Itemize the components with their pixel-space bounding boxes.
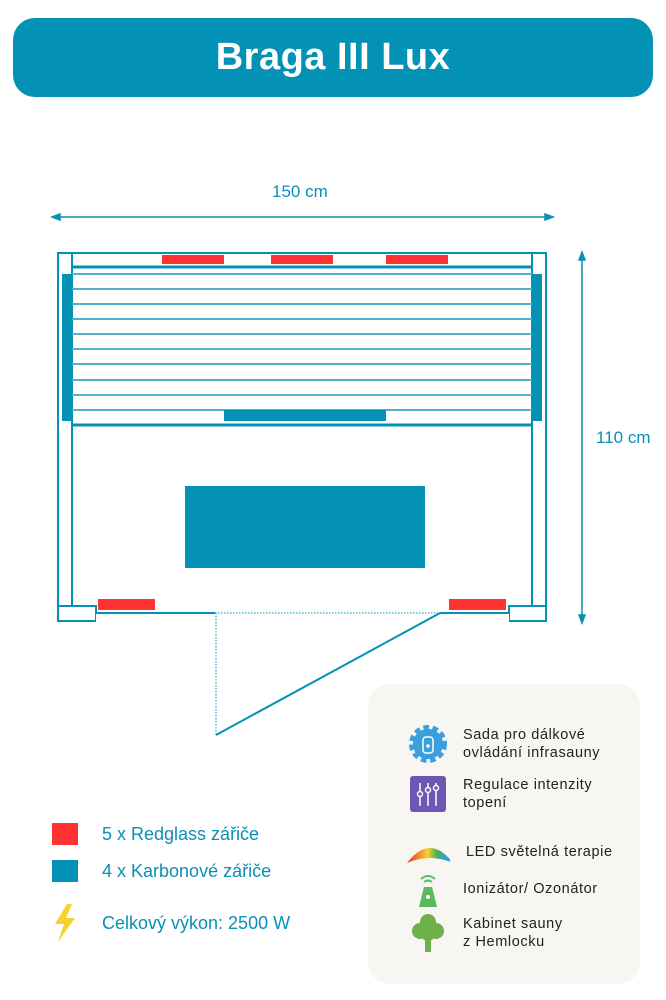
legend-redglass: 5 x Redglass zářiče xyxy=(52,823,259,845)
legend-carbon: 4 x Karbonové zářiče xyxy=(52,860,271,882)
legend-power: Celkový výkon: 2500 W xyxy=(52,904,290,942)
remote-gear-icon xyxy=(409,725,447,763)
redglass-heaters xyxy=(98,255,506,610)
rainbow-icon xyxy=(407,848,450,863)
ionizer-icon xyxy=(419,875,437,907)
tree-icon xyxy=(412,914,444,952)
lightning-icon xyxy=(55,904,75,942)
feature-ionizer: Ionizátor/ Ozonátor xyxy=(406,867,598,911)
dimension-arrows xyxy=(49,212,587,626)
legend-label: 5 x Redglass zářiče xyxy=(102,823,260,844)
legend-label: 4 x Karbonové zářiče xyxy=(102,860,272,881)
carbon-heaters xyxy=(62,274,542,568)
sliders-icon xyxy=(410,776,446,812)
page-title: Braga III Lux xyxy=(13,18,653,97)
width-label: 150 cm xyxy=(272,182,328,201)
bench-slats xyxy=(72,273,532,411)
door xyxy=(96,612,509,736)
legend-label: Celkový výkon: 2500 W xyxy=(102,912,291,933)
red-swatch-icon xyxy=(52,823,78,845)
feature-led: LED světelná terapie xyxy=(406,832,613,872)
blue-swatch-icon xyxy=(52,860,78,882)
depth-label: 110 cm xyxy=(596,428,651,447)
